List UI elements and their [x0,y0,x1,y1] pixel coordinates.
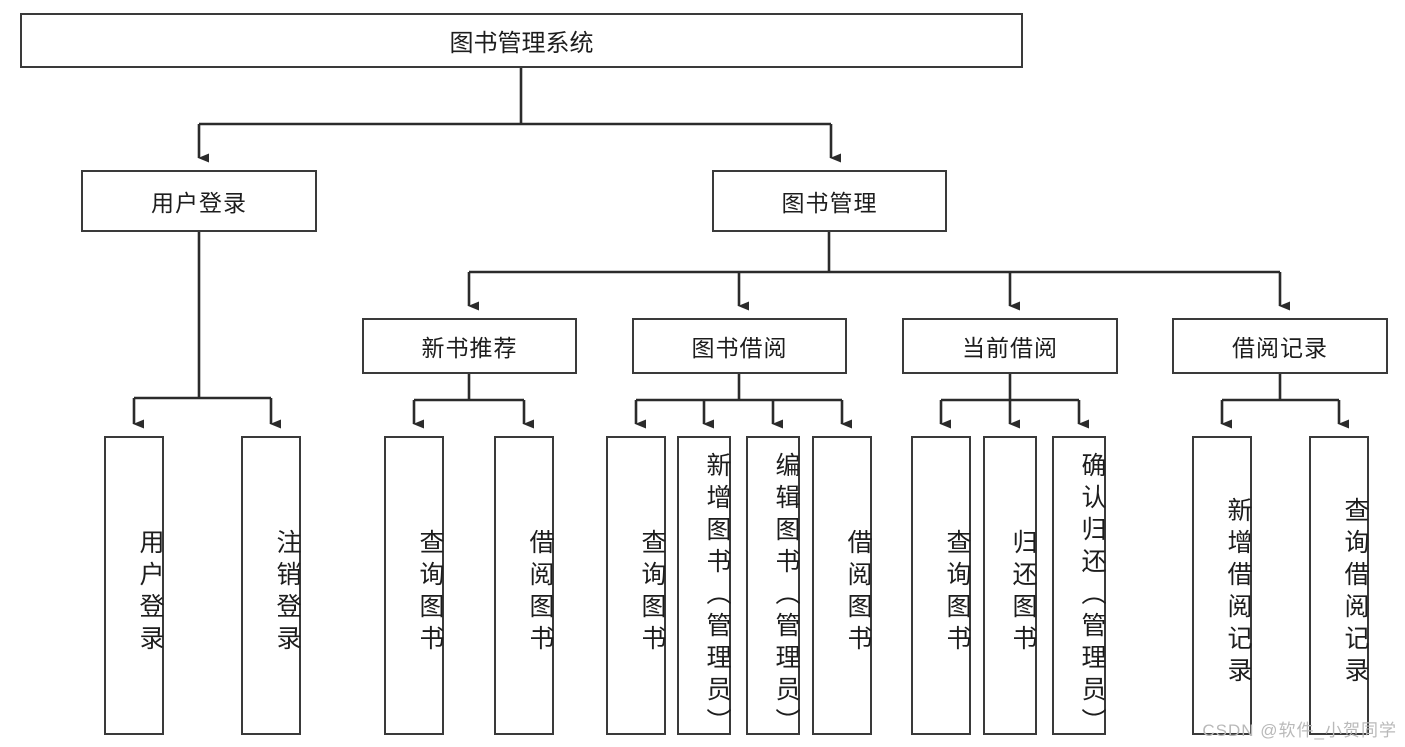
node-user-login[interactable]: 用户登录 [81,170,317,232]
leaf-add-book-admin[interactable]: 新增图书（管理员） [677,436,731,740]
node-new-book-recommend[interactable]: 新书推荐 [362,318,577,374]
leaf-query-book-current[interactable]: 查询图书 [911,436,971,735]
leaf-add-borrow-record[interactable]: 新增借阅记录 [1192,436,1252,735]
leaf-borrow-book-recommend[interactable]: 借阅图书 [494,436,554,735]
leaf-borrow-book[interactable]: 借阅图书 [812,436,872,735]
leaf-edit-book-admin[interactable]: 编辑图书（管理员） [746,436,800,740]
leaf-confirm-return-admin[interactable]: 确认归还（管理员） [1052,436,1106,740]
leaf-query-book-borrow[interactable]: 查询图书 [606,436,666,735]
leaf-return-book[interactable]: 归还图书 [983,436,1037,735]
node-book-borrow[interactable]: 图书借阅 [632,318,847,374]
leaf-query-book-recommend[interactable]: 查询图书 [384,436,444,735]
node-current-borrow[interactable]: 当前借阅 [902,318,1118,374]
leaf-logout[interactable]: 注销登录 [241,436,301,735]
node-root-system[interactable]: 图书管理系统 [20,13,1023,68]
node-borrow-records[interactable]: 借阅记录 [1172,318,1388,374]
leaf-user-login[interactable]: 用户登录 [104,436,164,735]
node-book-management[interactable]: 图书管理 [712,170,947,232]
leaf-query-borrow-record[interactable]: 查询借阅记录 [1309,436,1369,735]
